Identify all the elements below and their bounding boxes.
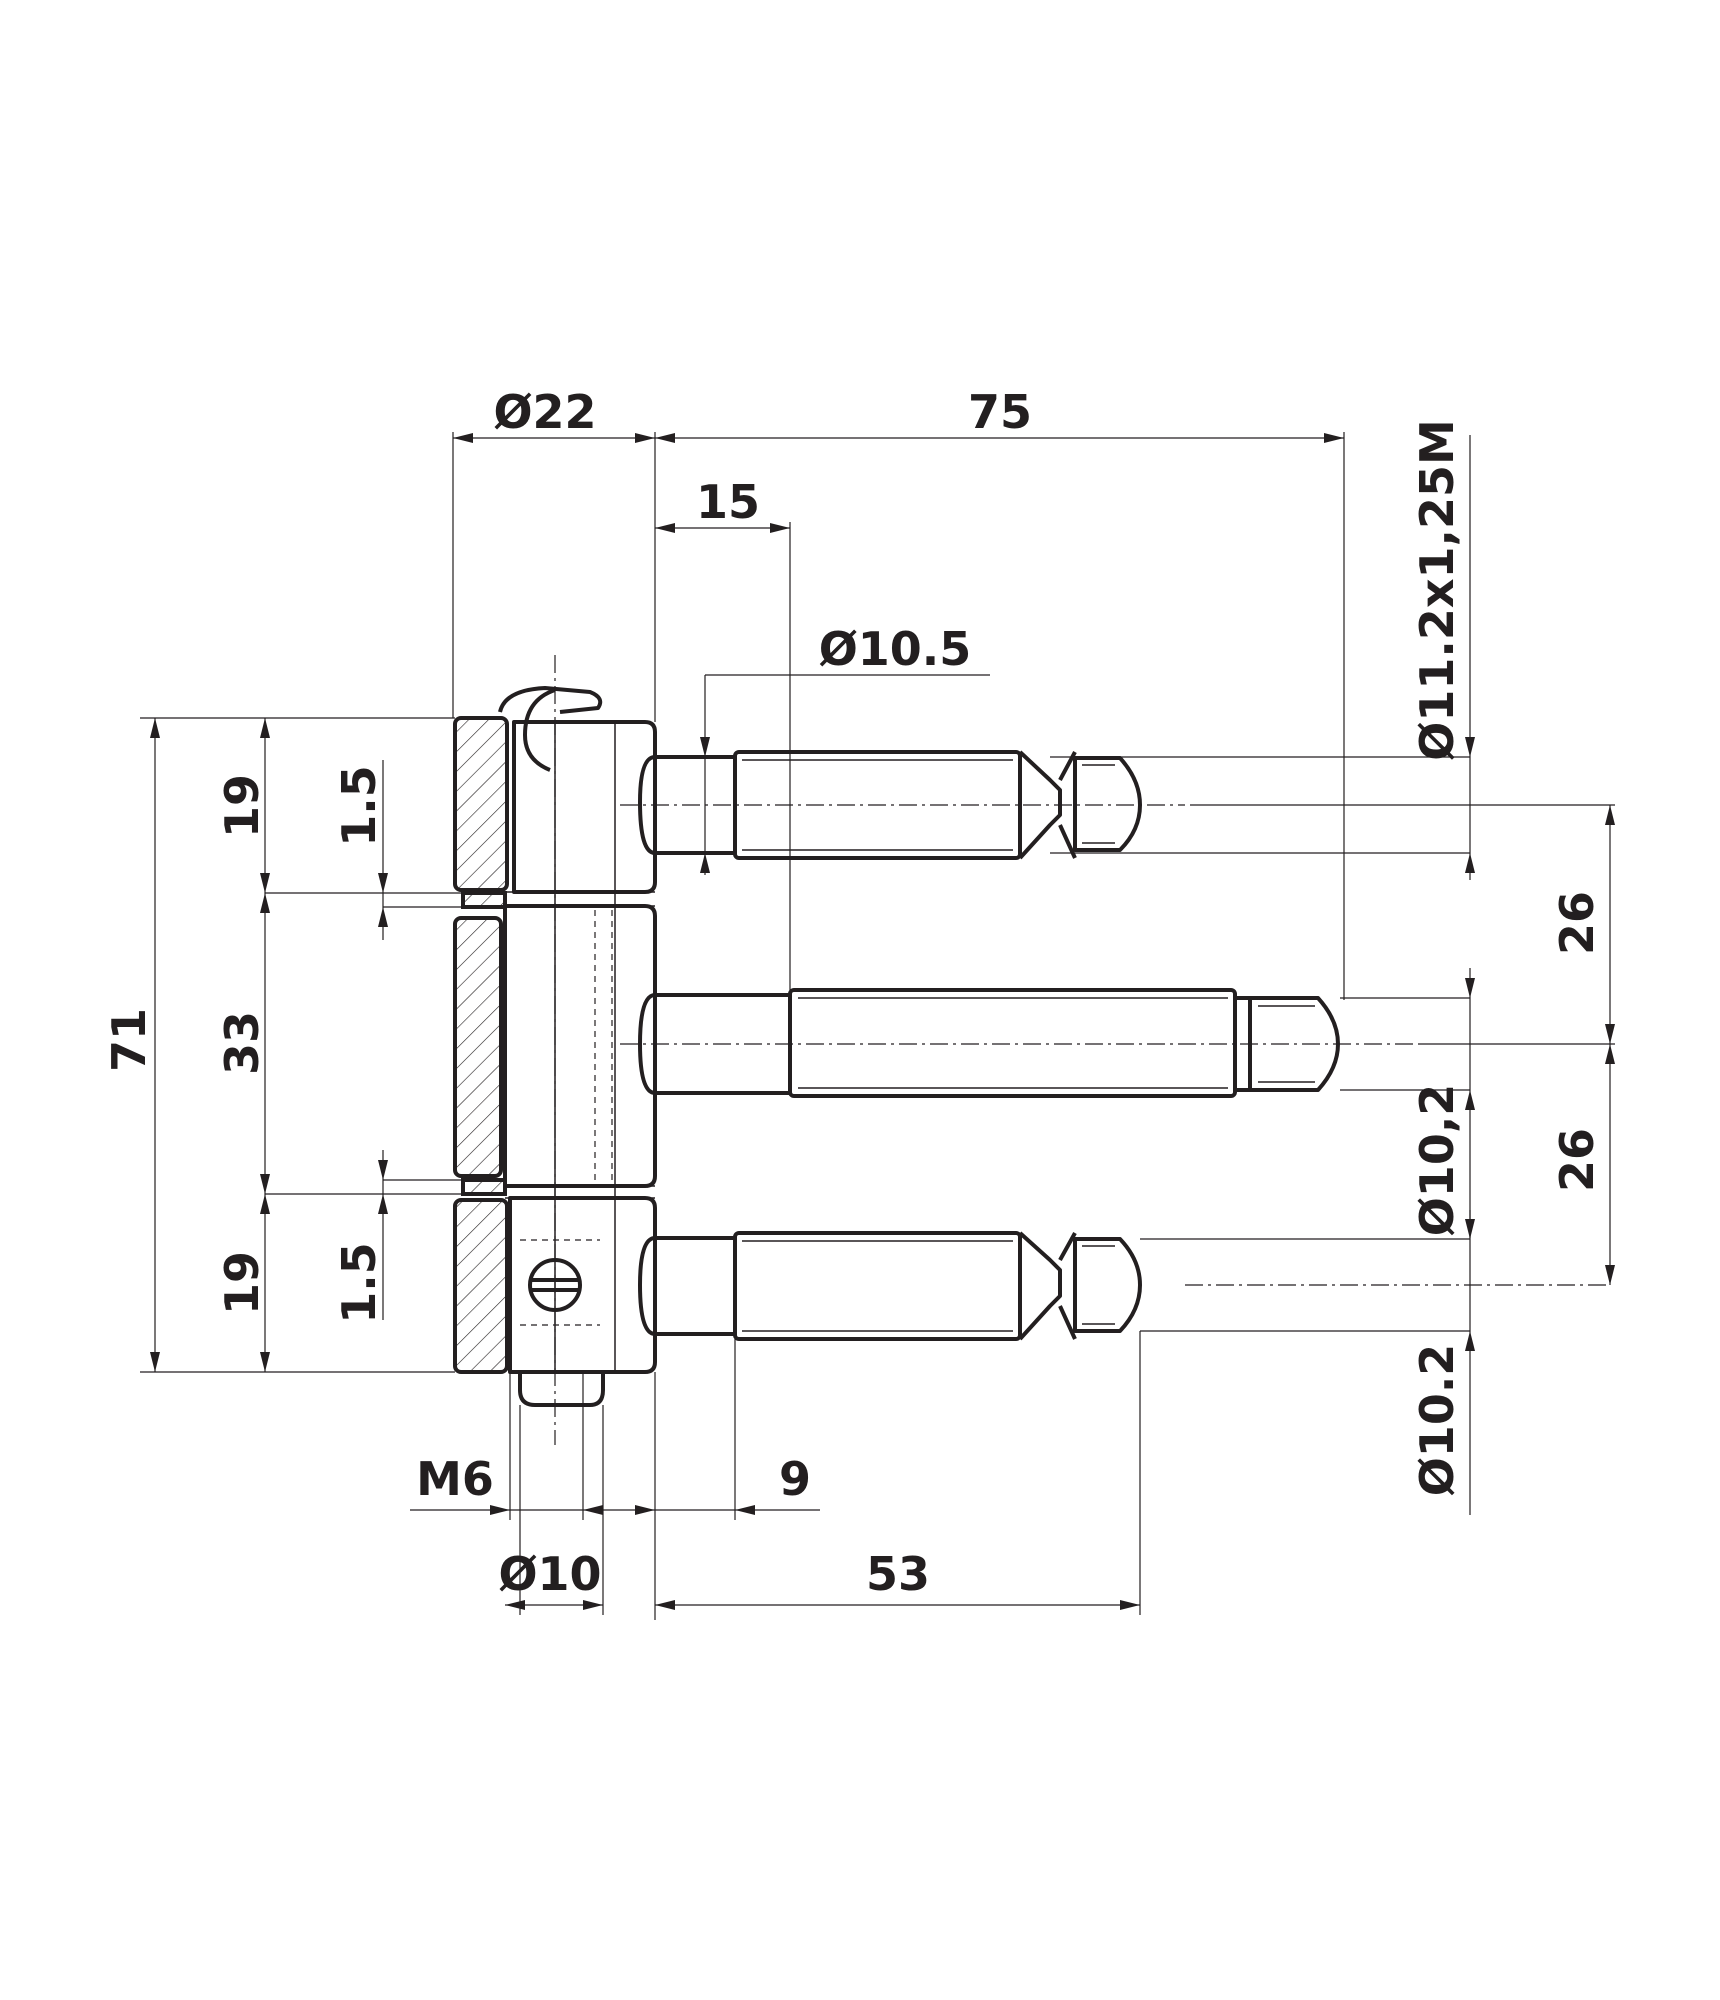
washer-top	[461, 891, 507, 909]
plate-segment-bottom	[453, 1198, 509, 1374]
top-cap	[498, 686, 603, 714]
dim-label-9: 9	[779, 1452, 811, 1506]
dim-label-19-bottom: 19	[215, 1251, 269, 1315]
mounting-plate	[453, 716, 509, 1374]
dim-label-d10-5: Ø10.5	[819, 622, 972, 676]
dim-label-d22: Ø22	[493, 385, 596, 439]
knuckle-top	[512, 720, 657, 894]
dim-label-53: 53	[866, 1547, 930, 1601]
dim-label-1-5-top: 1.5	[332, 765, 386, 847]
dim-label-d10-2-comma: Ø10,2	[1410, 1084, 1464, 1237]
plate-segment-middle	[453, 916, 503, 1178]
pin-middle	[620, 988, 1420, 1098]
dim-label-m6: M6	[416, 1452, 494, 1506]
pin-top	[620, 750, 1185, 860]
dim-label-15: 15	[696, 475, 760, 529]
top-cap-curve	[523, 688, 556, 772]
dim-label-19-top: 19	[215, 774, 269, 838]
dim-label-71: 71	[102, 1008, 156, 1072]
dim-label-thread: Ø11.2x1,25M	[1410, 419, 1464, 761]
pin-bottom	[638, 1231, 1610, 1341]
dim-label-33: 33	[215, 1011, 269, 1075]
dim-label-d10: Ø10	[498, 1547, 601, 1601]
dim-label-75: 75	[968, 385, 1032, 439]
dim-label-d10-2-dot: Ø10.2	[1410, 1344, 1464, 1497]
dim-label-26-top: 26	[1550, 891, 1604, 955]
bottom-screw-head	[518, 1372, 605, 1407]
dim-label-26-bottom: 26	[1550, 1128, 1604, 1192]
plate-segment-top	[453, 716, 509, 892]
dimension-lines	[140, 432, 1615, 1620]
hinge-barrel	[498, 655, 657, 1445]
dim-label-1-5-bottom: 1.5	[332, 1242, 386, 1324]
dimension-labels: Ø22 75 15 Ø10.5 Ø11.2x1,25M Ø10,2 Ø10.2 …	[102, 385, 1604, 1601]
knuckle-middle	[503, 904, 657, 1188]
washer-bottom	[461, 1178, 507, 1196]
